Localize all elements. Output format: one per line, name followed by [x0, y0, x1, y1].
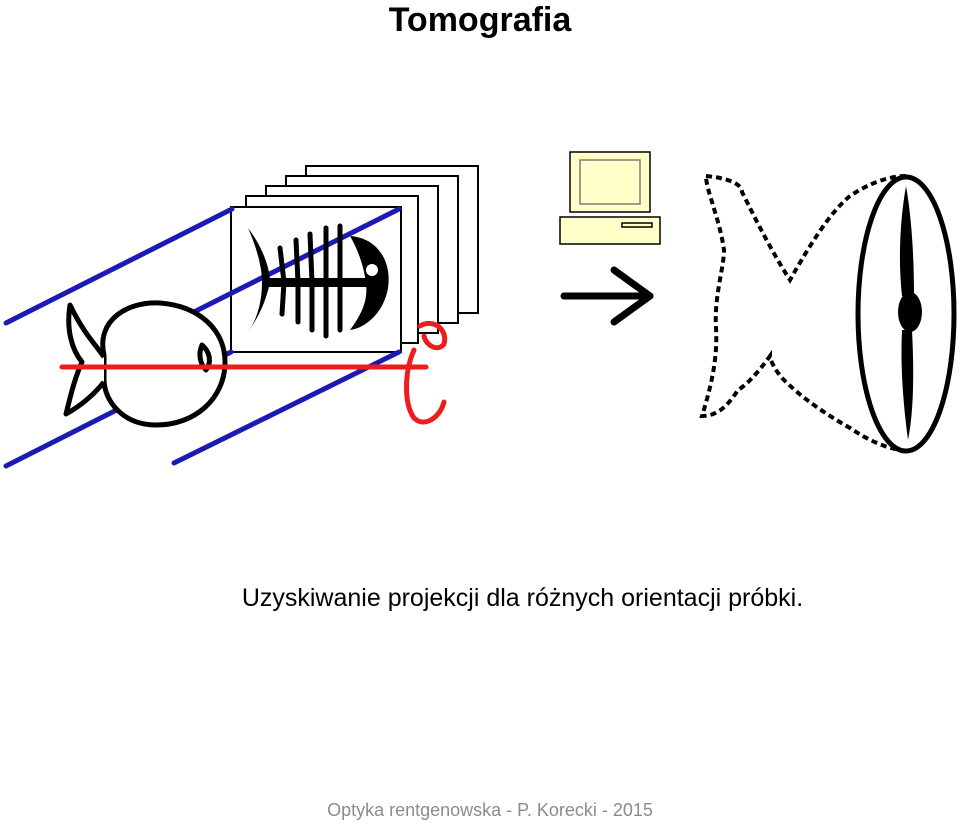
drive-slot	[621, 222, 653, 228]
arrow-head	[610, 266, 654, 326]
footer: Optyka rentgenowska - P. Korecki - 2015	[327, 800, 653, 820]
computer-icon	[559, 151, 661, 245]
skeleton-ribs	[277, 223, 343, 339]
cross-section-center	[898, 292, 922, 332]
fish-icon	[63, 300, 228, 428]
rib	[277, 245, 287, 285]
rib	[293, 237, 301, 285]
rib	[279, 279, 287, 317]
cross-section-skeleton-lower	[901, 330, 914, 440]
rotation-axis	[59, 320, 448, 425]
fish-eye	[197, 342, 212, 373]
rotation-arrow-loop	[417, 320, 448, 351]
rotation-arrow	[404, 347, 447, 425]
slide-title: Tomografia	[388, 1, 572, 39]
beam-line	[3, 206, 235, 326]
fish-body	[100, 300, 228, 428]
fish-skeleton-icon	[248, 223, 389, 339]
skeleton-spine	[262, 278, 374, 287]
fish-tail	[63, 302, 107, 417]
arrow-right-icon	[560, 266, 654, 326]
rib	[307, 231, 315, 285]
beam-line	[171, 206, 402, 325]
beam-line	[171, 349, 402, 466]
reconstructed-fish-icon	[699, 173, 957, 454]
caption: Uzyskiwanie projekcji dla różnych orient…	[241, 584, 804, 612]
reconstruction-outline	[699, 173, 908, 453]
cross-section-skeleton-upper	[899, 186, 914, 296]
computer-base	[559, 216, 661, 245]
skeleton-head	[350, 236, 389, 330]
monitor-screen	[579, 159, 641, 205]
skeleton-eye	[366, 264, 378, 276]
